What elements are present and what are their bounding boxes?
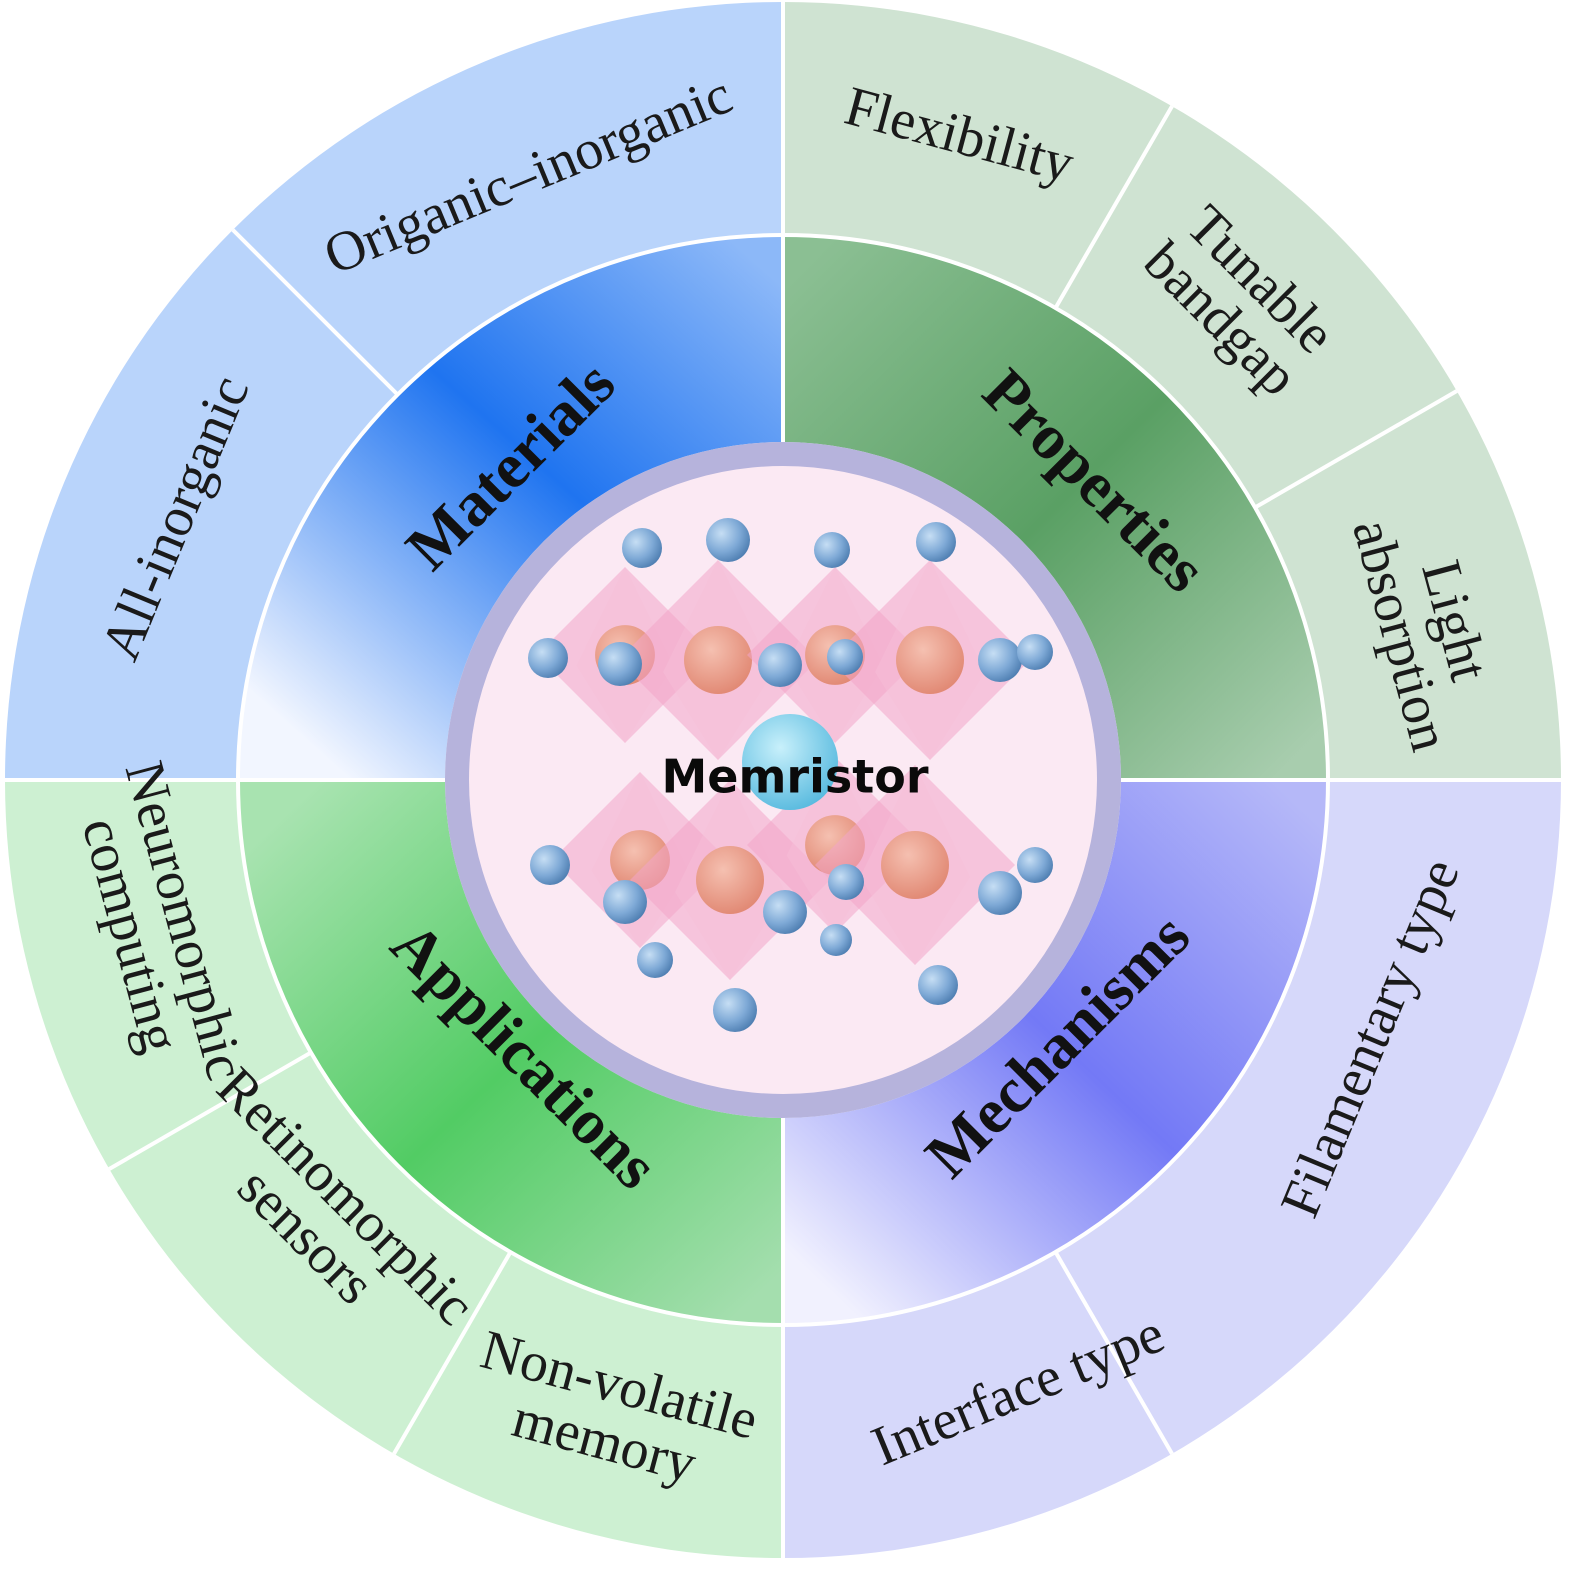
x-site-atom	[918, 965, 958, 1005]
octahedron	[618, 560, 818, 760]
b-site-atom	[881, 831, 949, 899]
mechanisms-inner-sector	[783, 780, 1328, 1325]
b-site-atom	[684, 626, 752, 694]
a-site-atom	[742, 714, 838, 810]
x-site-atom	[603, 880, 647, 924]
mechanisms-outer-sector	[783, 780, 1561, 1558]
applications-outer-sector	[5, 780, 783, 1558]
x-site-atom	[827, 639, 863, 675]
octahedron	[815, 765, 1015, 965]
x-site-atom	[598, 642, 642, 686]
x-site-atom	[820, 924, 852, 956]
segment-divider	[231, 228, 400, 397]
ring-boundary	[236, 233, 1330, 1327]
b-site-atom	[696, 846, 764, 914]
properties-inner-sector	[783, 235, 1328, 780]
x-site-atom	[916, 522, 956, 562]
applications-inner-sector	[238, 780, 783, 1325]
center-hub: Memristor	[445, 442, 1121, 1118]
ring-dividers	[5, 2, 1561, 1558]
perovskite-crystal-illustration	[528, 518, 1053, 1032]
octahedron	[830, 560, 1030, 760]
inner-ring	[238, 235, 1328, 1325]
x-site-atom	[528, 638, 568, 678]
x-site-atom	[763, 890, 807, 934]
x-site-atom	[637, 942, 673, 978]
x-site-atom	[622, 528, 662, 568]
x-site-atom	[530, 845, 570, 885]
x-site-atom	[978, 638, 1022, 682]
x-site-atom	[758, 643, 802, 687]
b-site-atom	[896, 626, 964, 694]
x-site-atom	[713, 988, 757, 1032]
x-site-atom	[828, 864, 864, 900]
properties-outer-sector	[783, 2, 1561, 780]
segment-divider	[1253, 389, 1458, 510]
x-site-atom	[1017, 634, 1053, 670]
x-site-atom	[978, 871, 1022, 915]
outer-ring	[5, 2, 1561, 1558]
center-title: Memristor	[661, 750, 928, 804]
segment-divider	[392, 1250, 513, 1455]
segment-divider	[108, 1050, 313, 1171]
x-site-atom	[814, 532, 850, 568]
segment-divider	[1053, 1250, 1174, 1455]
segment-divider	[1053, 105, 1174, 310]
x-site-atom	[1017, 847, 1053, 883]
x-site-atom	[706, 518, 750, 562]
materials-inner-sector	[238, 235, 783, 780]
